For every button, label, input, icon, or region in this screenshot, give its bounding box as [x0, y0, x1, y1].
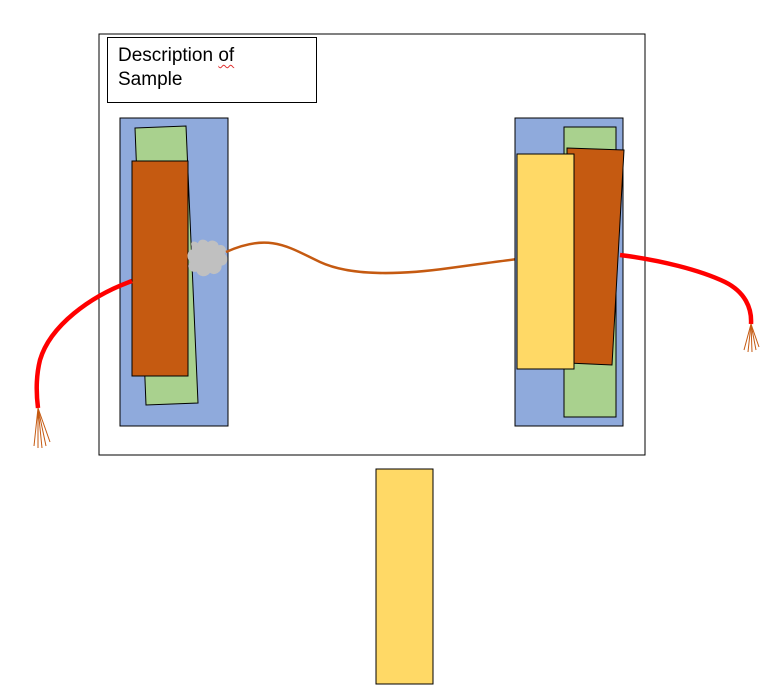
right-wire-strands	[743, 323, 760, 353]
description-line-1: Description of	[118, 45, 235, 66]
left-wire-strands	[33, 407, 51, 449]
description-label: Description of Sample	[107, 37, 317, 103]
copper-wire	[225, 241, 519, 275]
misspelled-word: of	[218, 45, 235, 66]
right-yellow-plate	[516, 153, 575, 370]
paste-blob	[187, 239, 228, 277]
description-line-2: Sample	[118, 69, 183, 90]
left-red-lead	[34, 278, 133, 409]
loose-yellow-plate	[375, 468, 434, 685]
left-orange-electrode	[131, 160, 189, 377]
right-red-lead	[619, 252, 754, 325]
